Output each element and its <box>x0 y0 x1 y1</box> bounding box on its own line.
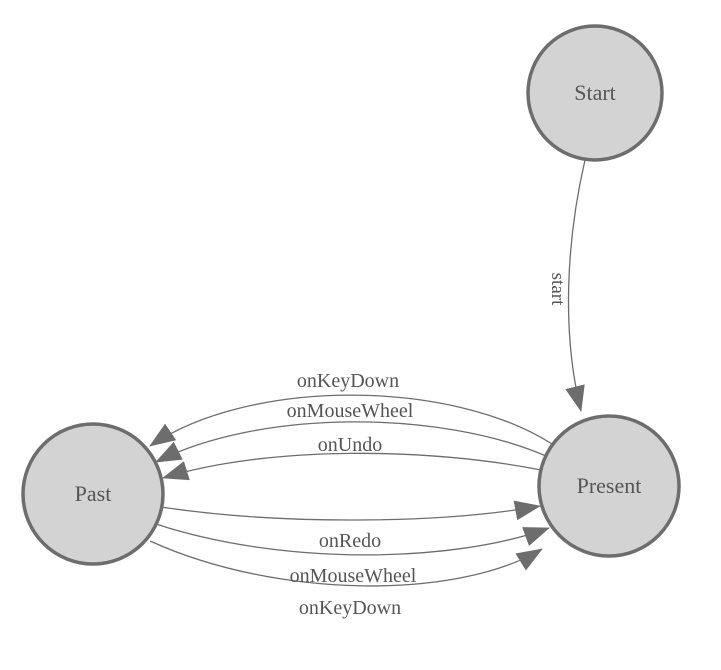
edges <box>149 159 586 587</box>
node-start: Start <box>526 24 664 162</box>
edge-past-to-present-onredo <box>160 500 541 521</box>
edge-label-onmousewheel-top: onMouseWheel <box>287 400 414 422</box>
edge-label-onkeydown-bottom: onKeyDown <box>299 597 401 619</box>
edge-present-to-past-onundo <box>162 452 542 481</box>
edge-label-onundo: onUndo <box>318 434 382 456</box>
node-present-label: Present <box>577 473 642 498</box>
edge-label-onredo: onRedo <box>319 530 381 552</box>
edge-present-to-past-onkeydown <box>149 394 553 447</box>
node-past-circle <box>21 422 165 566</box>
edge-past-to-present-onkeydown <box>149 540 543 587</box>
node-present: Present <box>537 414 681 558</box>
node-past: Past <box>21 422 165 566</box>
edge-present-to-past-onmousewheel <box>155 421 547 463</box>
edge-past-to-present-onmousewheel <box>155 523 550 556</box>
edge-label-onmousewheel-bottom: onMouseWheel <box>290 565 417 587</box>
node-past-label: Past <box>75 481 112 506</box>
edge-label-start: start <box>547 273 568 306</box>
edge-labels: start onKeyDown onMouseWheel onUndo onRe… <box>287 273 568 619</box>
edge-label-onkeydown-top: onKeyDown <box>297 370 399 392</box>
edge-start-to-present <box>565 159 586 412</box>
node-start-label: Start <box>574 80 616 105</box>
node-start-circle <box>526 24 664 162</box>
node-present-circle <box>537 414 681 558</box>
